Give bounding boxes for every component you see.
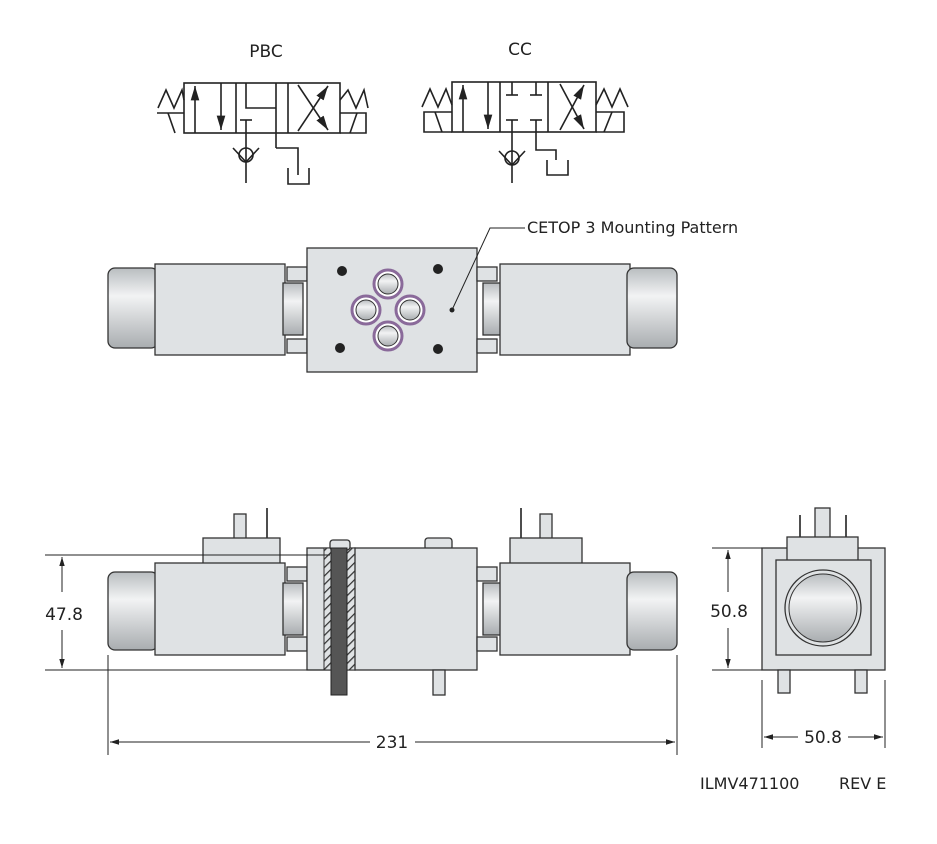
drawing-number: ILMV471100 [700, 774, 799, 793]
height-dimension: 47.8 [45, 605, 83, 625]
title-block: ILMV471100 REV E [700, 774, 886, 793]
revision: REV E [839, 774, 886, 793]
end-view: 50.8 50.8 [710, 507, 886, 748]
cc-label: CC [508, 40, 532, 60]
end-height-dimension: 50.8 [710, 602, 748, 622]
port-pattern [350, 268, 426, 352]
top-view: CETOP 3 Mounting Pattern [107, 218, 738, 373]
cc-hydraulic-symbol: CC [421, 40, 629, 183]
pbc-label: PBC [249, 42, 283, 62]
pbc-hydraulic-symbol: PBC [157, 42, 369, 185]
end-width-dimension: 50.8 [804, 728, 842, 748]
side-view: 47.8 231 [45, 508, 678, 755]
mounting-pattern-callout: CETOP 3 Mounting Pattern [527, 218, 738, 237]
length-dimension: 231 [376, 733, 408, 753]
